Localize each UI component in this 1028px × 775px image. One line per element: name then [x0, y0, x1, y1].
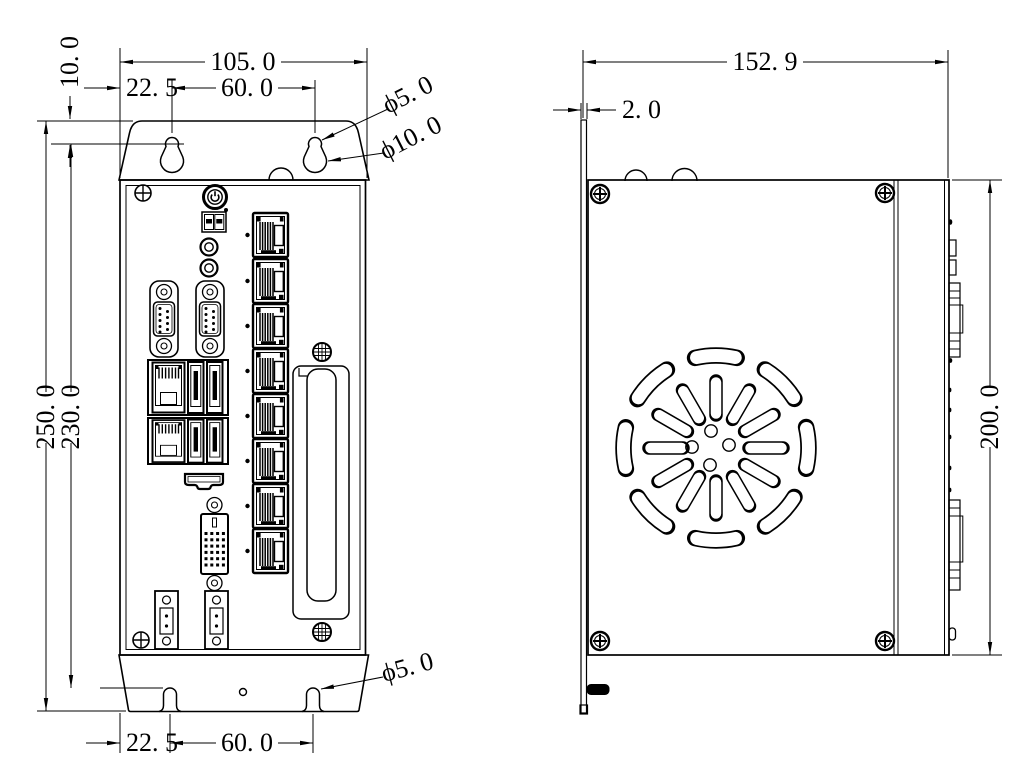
dim-overall-height: 250. 0	[31, 385, 60, 450]
dim-overall-width: 105. 0	[211, 47, 276, 76]
audio-jack-profile-1	[948, 239, 957, 257]
audio-jack-profile-2	[948, 259, 957, 276]
lan-usb-combo-2	[147, 417, 229, 465]
keyhole-slot-left	[159, 136, 185, 174]
lan-port-6	[251, 437, 290, 485]
lan-port-7	[251, 482, 290, 530]
side-screw-top-right	[874, 182, 896, 204]
side-connector-profiles	[948, 219, 964, 641]
remote-terminal-block	[201, 211, 227, 233]
top-mounting-bracket	[118, 120, 370, 181]
lan-port-3	[251, 302, 290, 350]
mount-slot-right	[301, 687, 325, 713]
front-dimensions: 105. 0 22. 5 60. 0 10. 0 250. 0 230. 0 ϕ…	[31, 36, 446, 757]
panel-screw-top-left	[134, 184, 152, 202]
side-dimensions: 152. 9 2. 0 200. 0	[553, 47, 1004, 656]
power-terminal-1	[154, 590, 179, 650]
side-screw-bottom-right	[874, 630, 896, 652]
mount-slot-left	[158, 687, 182, 713]
dim-top-hole-offset: 22. 5	[126, 73, 178, 102]
lan-port-column	[245, 211, 290, 575]
side-chassis-body	[587, 179, 950, 656]
dim-top-edge-to-holes: 10. 0	[55, 36, 84, 88]
bracket-bump-arc	[268, 167, 294, 181]
audio-jack-line-out	[199, 237, 219, 257]
slot-screw-top	[312, 342, 332, 362]
dim-keyhole-large: ϕ10. 0	[375, 110, 447, 166]
lan-port-2	[251, 257, 290, 305]
dim-bottom-slot-dia: ϕ5. 0	[378, 646, 436, 688]
dim-bottom-hole-offset: 22. 5	[126, 728, 178, 757]
dim-mount-span: 230. 0	[56, 385, 85, 450]
side-led-dots	[948, 387, 952, 493]
lan-port-8	[251, 527, 290, 575]
front-view: 105. 0 22. 5 60. 0 10. 0 250. 0 230. 0 ϕ…	[31, 36, 446, 757]
dim-top-hole-spacing: 60. 0	[221, 73, 273, 102]
grounding-stud	[586, 684, 610, 695]
lan-port-1	[251, 211, 290, 259]
dim-overall-depth: 152. 9	[733, 47, 798, 76]
power-button-icon	[202, 184, 228, 212]
side-bump-arc-2	[671, 167, 698, 182]
front-chassis-body	[119, 179, 367, 656]
dvi-port	[200, 496, 229, 592]
side-led-dot	[948, 219, 953, 225]
lan-usb-combo-1	[147, 359, 229, 416]
bottom-mounting-bracket	[118, 654, 370, 713]
bracket-center-hole	[238, 687, 248, 697]
com-port-profile	[948, 282, 964, 363]
audio-jack-mic-in	[199, 258, 219, 278]
hdmi-port	[183, 472, 225, 491]
com-port-1	[149, 280, 179, 358]
side-bump-connector	[948, 627, 957, 641]
front-panel-face	[125, 185, 361, 650]
power-terminal-2	[204, 590, 229, 650]
side-screw-top-left	[589, 183, 611, 205]
slot-screw-bottom	[312, 622, 332, 642]
side-bump-arc-1	[624, 169, 648, 182]
dim-flange-thickness: 2. 0	[622, 95, 661, 124]
panel-screw-bottom-left	[132, 631, 150, 649]
lan-port-4	[251, 347, 290, 395]
dim-body-height: 200. 0	[975, 385, 1004, 450]
mounting-flange-plate	[579, 119, 610, 715]
keyhole-slot-right	[302, 136, 328, 174]
side-screw-bottom-left	[589, 630, 611, 652]
fan-vent	[615, 347, 817, 549]
dvi-port-profile	[948, 499, 964, 591]
dim-bottom-hole-spacing: 60. 0	[221, 728, 273, 757]
expansion-slot	[292, 365, 350, 620]
side-view: 152. 9 2. 0 200. 0	[553, 47, 1004, 715]
com-port-2	[195, 280, 225, 358]
lan-led-dots	[245, 232, 250, 554]
lan-port-5	[251, 392, 290, 440]
side-panel-lines	[893, 180, 945, 655]
